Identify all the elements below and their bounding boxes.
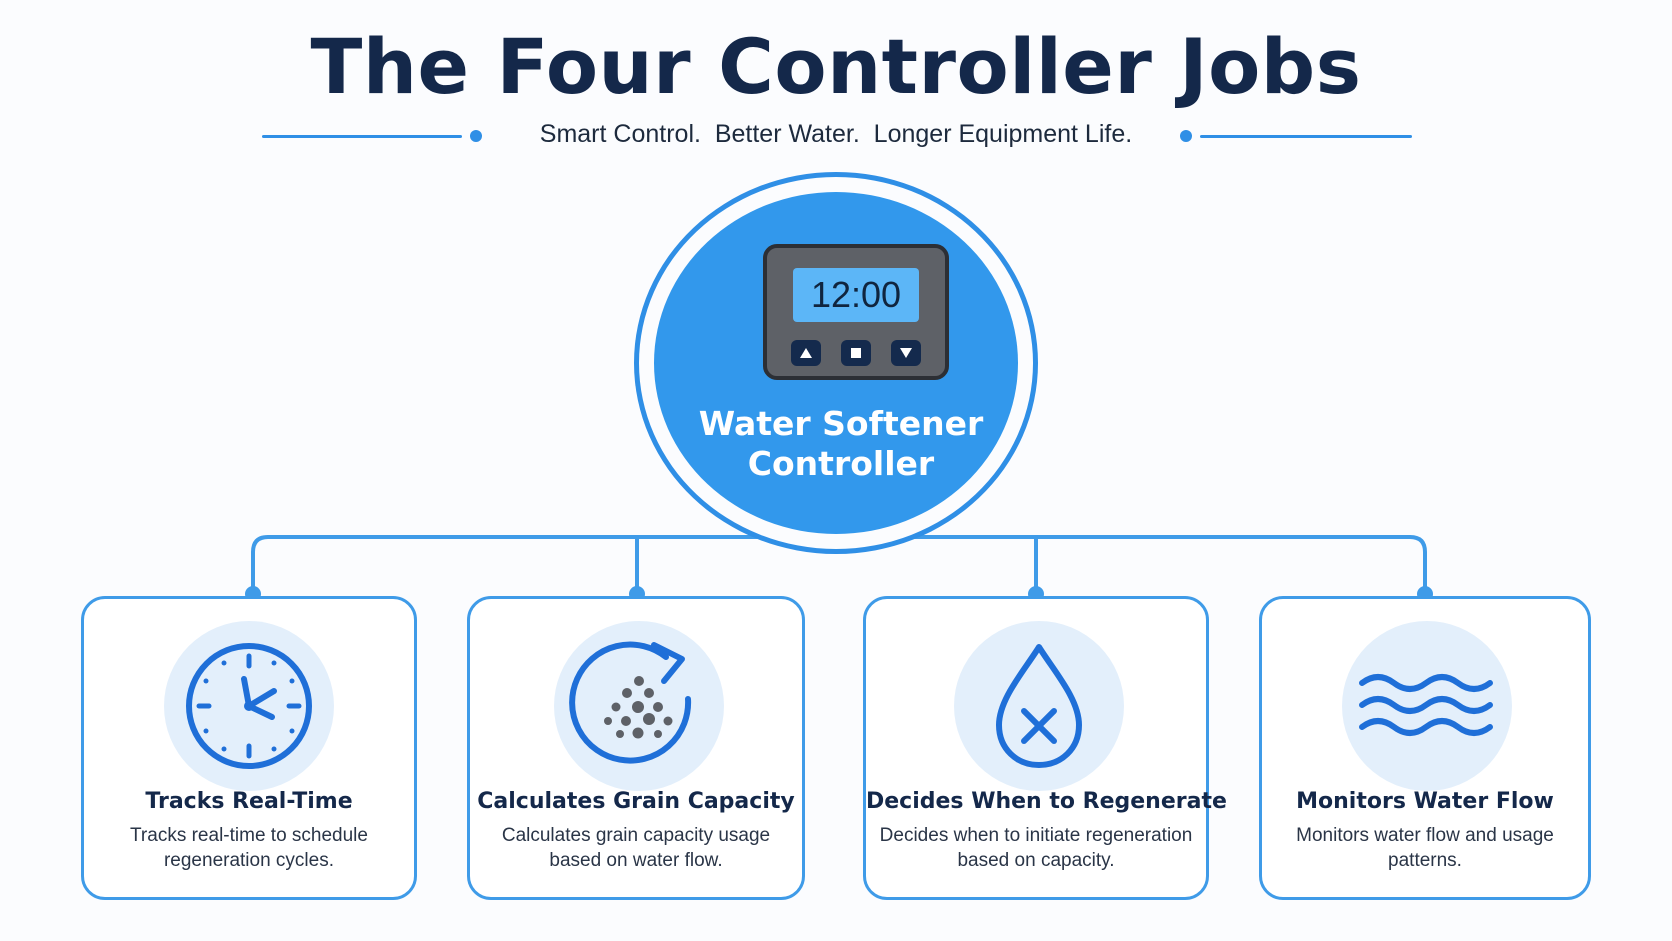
icon-background: [554, 621, 724, 791]
hub-label: Water Softener Controller: [654, 404, 1028, 484]
up-arrow-icon: [791, 340, 821, 366]
card-description: Decides when to initiate regeneration ba…: [879, 825, 1193, 871]
subtitle-left-dot: [470, 130, 482, 142]
icon-background: [1342, 621, 1512, 791]
clock-icon: [186, 643, 312, 769]
job-card-decides-when-to-regenerate: Decides When to Regenerate Decides when …: [863, 596, 1227, 900]
water-waves-icon: [1359, 674, 1493, 736]
stop-square-icon: [841, 340, 871, 366]
card-description: Tracks real-time to schedule regeneratio…: [130, 825, 368, 871]
hub-label-line-1: Water Softener: [698, 404, 984, 443]
page-title: The Four Controller Jobs: [310, 22, 1362, 111]
job-card-tracks-real-time: Tracks Real-Time Tracks real-time to sch…: [81, 596, 417, 900]
card-description: Monitors water flow and usage patterns.: [1296, 825, 1554, 871]
subtitle-right-line: [1200, 135, 1412, 138]
card-title: Decides When to Regenerate: [866, 789, 1227, 814]
controller-hub: 12:00 Water Softener Controller: [634, 172, 1038, 554]
water-drop-x-icon: [996, 644, 1082, 768]
page-subtitle: Smart Control. Better Water. Longer Equi…: [539, 120, 1133, 148]
grain-capacity-cycle-icon: [569, 641, 692, 764]
card-title: Tracks Real-Time: [145, 789, 353, 814]
job-card-monitors-water-flow: Monitors Water Flow Monitors water flow …: [1259, 596, 1591, 900]
icon-background: [164, 621, 334, 791]
controller-hub-fill: 12:00 Water Softener Controller: [654, 192, 1018, 534]
down-arrow-icon: [891, 340, 921, 366]
hub-label-line-2: Controller: [747, 444, 935, 483]
subtitle-left-line: [262, 135, 462, 138]
card-description: Calculates grain capacity usage based on…: [501, 825, 771, 871]
subtitle-right-dot: [1180, 130, 1192, 142]
card-title: Monitors Water Flow: [1296, 789, 1554, 814]
job-card-calculates-grain-capacity: Calculates Grain Capacity Calculates gra…: [467, 596, 805, 900]
icon-background: [954, 621, 1124, 791]
controller-device: 12:00: [763, 244, 949, 380]
subtitle-row: Smart Control. Better Water. Longer Equi…: [0, 118, 1672, 154]
device-display: 12:00: [793, 268, 919, 322]
card-title: Calculates Grain Capacity: [477, 789, 795, 814]
